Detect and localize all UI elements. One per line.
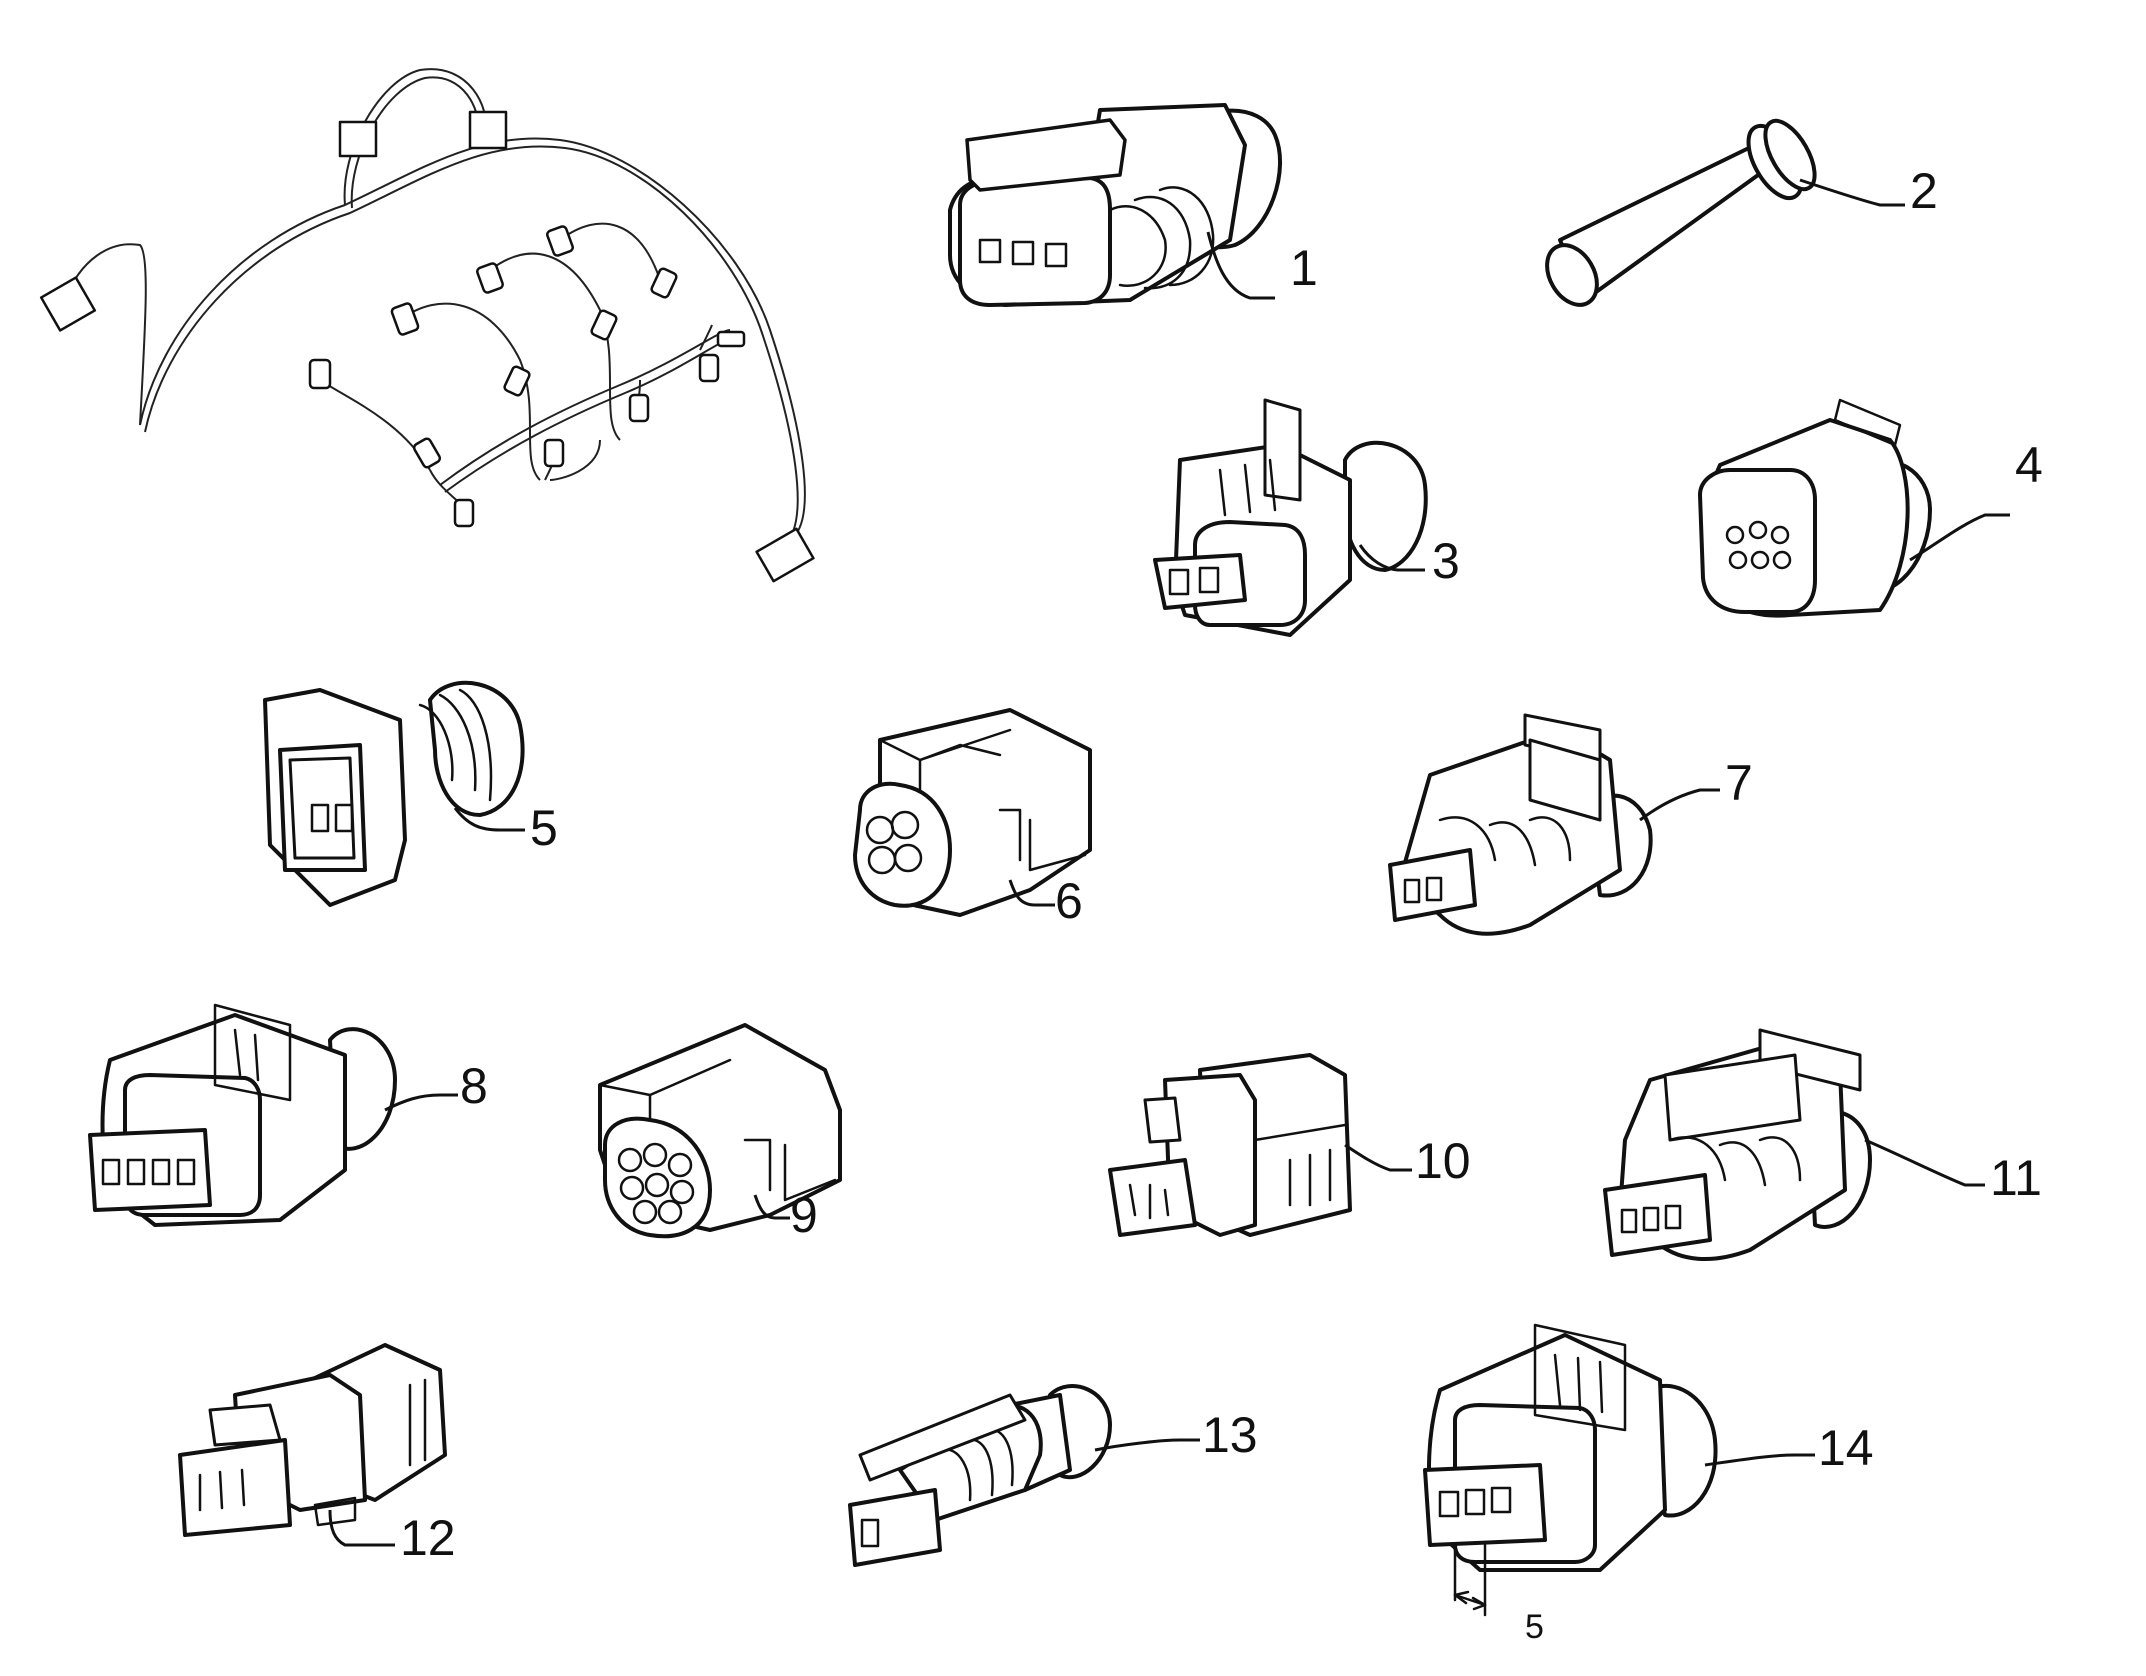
label-11: 11 [1990,1150,2042,1206]
label-12: 12 [400,1510,456,1566]
connector-6 [853,708,1092,917]
connector-14 [1423,1323,1815,1617]
label-1: 1 [1290,240,1318,296]
connector-10 [1108,1053,1412,1237]
wiring-harness [39,68,815,583]
label-2: 2 [1910,163,1938,219]
connector-7 [1388,713,1720,936]
label-9: 9 [790,1187,818,1243]
label-14: 14 [1818,1420,1874,1476]
connector-5 [263,680,525,907]
connector-1 [948,103,1282,307]
dimension-label: 5 [1525,1608,1544,1646]
connector-9 [598,1023,842,1239]
label-7: 7 [1725,755,1753,811]
label-8: 8 [460,1058,488,1114]
connector-12 [178,1343,447,1547]
connector-8 [88,1003,458,1227]
connector-4 [1698,398,2010,618]
label-3: 3 [1432,533,1460,589]
label-13: 13 [1202,1407,1258,1463]
connector-3 [1153,398,1428,637]
label-4: 4 [2015,437,2043,493]
connector-11 [1603,1028,1985,1262]
label-10: 10 [1415,1133,1471,1189]
connector-13 [848,1384,1200,1567]
label-6: 6 [1055,873,1083,929]
pin-2 [1545,118,1905,307]
label-5: 5 [530,800,558,856]
